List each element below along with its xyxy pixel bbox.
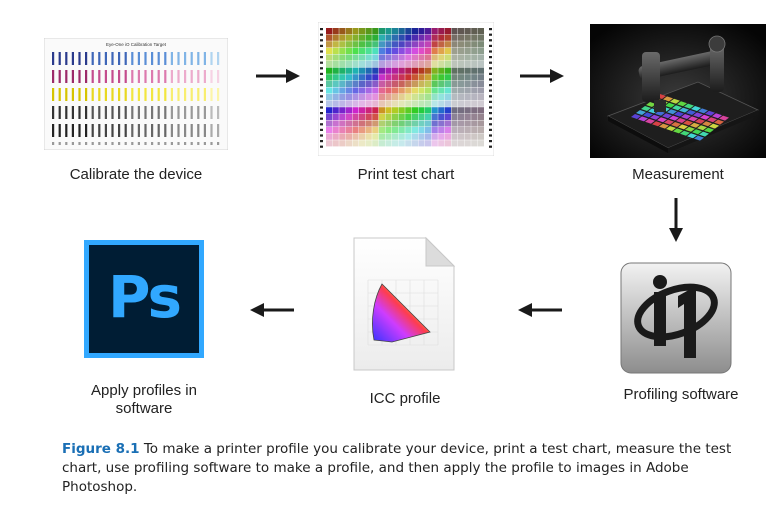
spectrophotometer-graphic xyxy=(590,24,766,158)
step-label-profiling: Profiling software xyxy=(623,386,739,403)
arrow-left-icon xyxy=(250,303,294,317)
step-label-measure: Measurement xyxy=(632,166,724,183)
figure-caption-text: To make a printer profile you calibrate … xyxy=(62,441,732,495)
figure-caption: Figure 8.1 To make a printer profile you… xyxy=(62,440,752,497)
test-chart-graphic xyxy=(317,21,495,157)
icc-profile-graphic xyxy=(353,236,456,371)
arrow-left-icon xyxy=(518,303,562,317)
figure-label: Figure 8.1 xyxy=(62,441,140,457)
arrow-right-icon xyxy=(256,69,300,83)
i1-profiler-graphic xyxy=(620,262,732,374)
calibration-target-image: Eye-One iO Calibration Target xyxy=(43,37,229,151)
arrow-down-icon xyxy=(669,198,683,242)
photoshop-icon-inner: Ps xyxy=(89,245,199,353)
calibration-target-title: Eye-One iO Calibration Target xyxy=(106,42,167,47)
spectrophotometer-image xyxy=(590,24,766,158)
calibration-target-graphic: Eye-One iO Calibration Target xyxy=(43,37,229,151)
test-chart-image xyxy=(317,21,495,157)
i1-profiler-icon xyxy=(620,262,732,374)
icc-profile-icon xyxy=(352,236,456,372)
step-label-apply: Apply profiles in software xyxy=(91,382,197,417)
step-label-calibrate: Calibrate the device xyxy=(69,166,203,183)
photoshop-logo-text: Ps xyxy=(107,263,182,331)
arrow-right-icon xyxy=(520,69,564,83)
step-label-print: Print test chart xyxy=(357,166,455,183)
step-label-icc: ICC profile xyxy=(369,390,441,407)
photoshop-icon: Ps xyxy=(84,240,204,358)
